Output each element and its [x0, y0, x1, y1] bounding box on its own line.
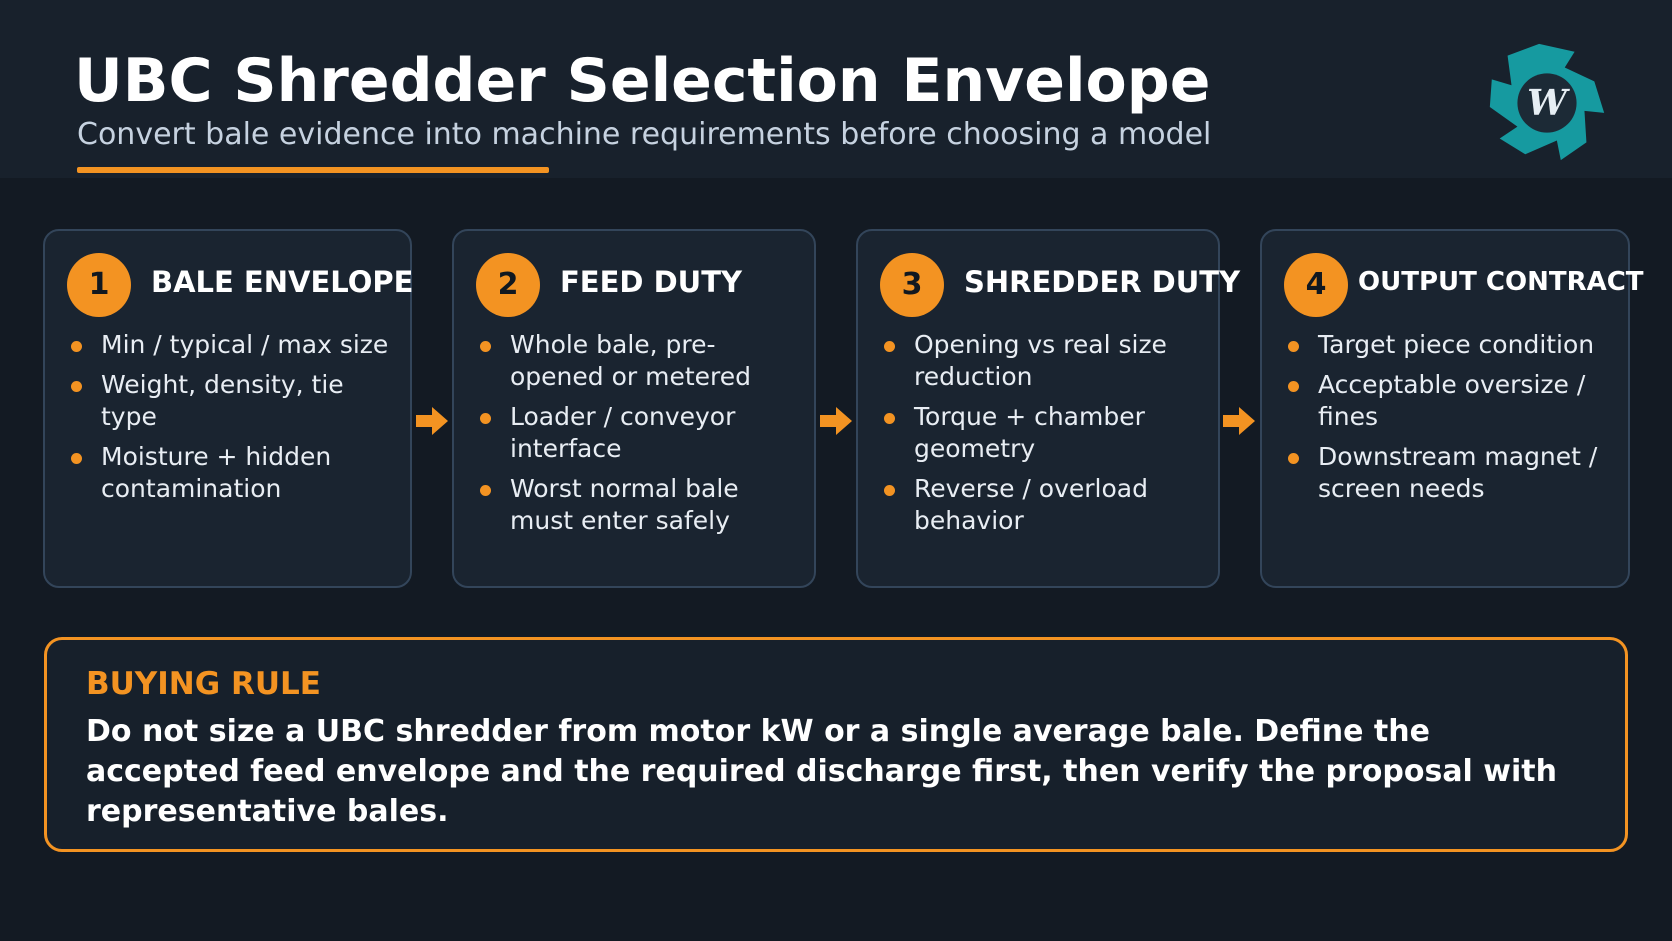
bullet-item: Acceptable oversize / fines [1284, 369, 1614, 433]
bullet-text: Target piece condition [1318, 330, 1595, 359]
bullet-dot-icon [884, 485, 895, 496]
arrow-right-icon [416, 407, 448, 435]
bullet-dot-icon [71, 381, 82, 392]
buying-rule-panel: BUYING RULE Do not size a UBC shredder f… [44, 637, 1628, 852]
title-underline [77, 167, 549, 173]
bullet-item: Weight, density, tie type [67, 369, 396, 433]
bullet-item: Loader / conveyor interface [476, 401, 800, 465]
step-card-feed-duty: 2 FEED DUTY Whole bale, pre-opened or me… [452, 229, 816, 588]
bullet-dot-icon [884, 341, 895, 352]
bullet-text: Downstream magnet / screen needs [1318, 442, 1598, 503]
buying-rule-label: BUYING RULE [86, 666, 321, 702]
bullet-dot-icon [1288, 453, 1299, 464]
bullet-text: Moisture + hidden contamination [101, 442, 332, 503]
page-subtitle: Convert bale evidence into machine requi… [77, 117, 1212, 152]
shredder-cutter-logo-icon: W [1489, 43, 1605, 161]
bullet-list: Opening vs real size reduction Torque + … [880, 329, 1204, 545]
bullet-item: Moisture + hidden contamination [67, 441, 396, 505]
svg-text:W: W [1527, 83, 1570, 124]
step-card-output-contract: 4 OUTPUT CONTRACT Target piece condition… [1260, 229, 1644, 588]
bullet-text: Loader / conveyor interface [510, 402, 736, 463]
bullet-dot-icon [71, 341, 82, 352]
bullet-list: Whole bale, pre-opened or metered Loader… [476, 329, 800, 545]
step-title: FEED DUTY [560, 265, 743, 299]
bullet-item: Downstream magnet / screen needs [1284, 441, 1614, 505]
bullet-dot-icon [480, 341, 491, 352]
bullet-text: Min / typical / max size [101, 330, 389, 359]
bullet-text: Reverse / overload behavior [914, 474, 1148, 535]
bullet-dot-icon [1288, 381, 1299, 392]
arrow-right-icon [1223, 407, 1255, 435]
bullet-item: Whole bale, pre-opened or metered [476, 329, 800, 393]
bullet-text: Weight, density, tie type [101, 370, 344, 431]
step-title: OUTPUT CONTRACT [1358, 267, 1644, 297]
bullet-text: Worst normal bale must enter safely [510, 474, 739, 535]
bullet-text: Torque + chamber geometry [914, 402, 1145, 463]
step-card-bale-envelope: 1 BALE ENVELOPE Min / typical / max size… [43, 229, 414, 588]
step-number-badge: 2 [476, 253, 540, 317]
bullet-list: Target piece condition Acceptable oversi… [1284, 329, 1614, 513]
step-number-badge: 4 [1284, 253, 1348, 317]
bullet-item: Worst normal bale must enter safely [476, 473, 800, 537]
bullet-list: Min / typical / max size Weight, density… [67, 329, 396, 513]
step-title: BALE ENVELOPE [151, 265, 414, 299]
step-title: SHREDDER DUTY [964, 265, 1241, 299]
bullet-item: Target piece condition [1284, 329, 1614, 361]
bullet-item: Opening vs real size reduction [880, 329, 1204, 393]
bullet-text: Opening vs real size reduction [914, 330, 1167, 391]
bullet-dot-icon [1288, 341, 1299, 352]
buying-rule-text: Do not size a UBC shredder from motor kW… [86, 714, 1557, 829]
bullet-dot-icon [480, 413, 491, 424]
arrow-right-icon [820, 407, 852, 435]
step-card-shredder-duty: 3 SHREDDER DUTY Opening vs real size red… [856, 229, 1240, 588]
bullet-dot-icon [71, 453, 82, 464]
bullet-item: Min / typical / max size [67, 329, 396, 361]
bullet-dot-icon [480, 485, 491, 496]
bullet-item: Reverse / overload behavior [880, 473, 1204, 537]
bullet-text: Acceptable oversize / fines [1318, 370, 1586, 431]
header-band [0, 0, 1672, 178]
step-number-badge: 3 [880, 253, 944, 317]
page-title: UBC Shredder Selection Envelope [74, 46, 1211, 116]
bullet-dot-icon [884, 413, 895, 424]
step-number-badge: 1 [67, 253, 131, 317]
bullet-item: Torque + chamber geometry [880, 401, 1204, 465]
bullet-text: Whole bale, pre-opened or metered [510, 330, 752, 391]
